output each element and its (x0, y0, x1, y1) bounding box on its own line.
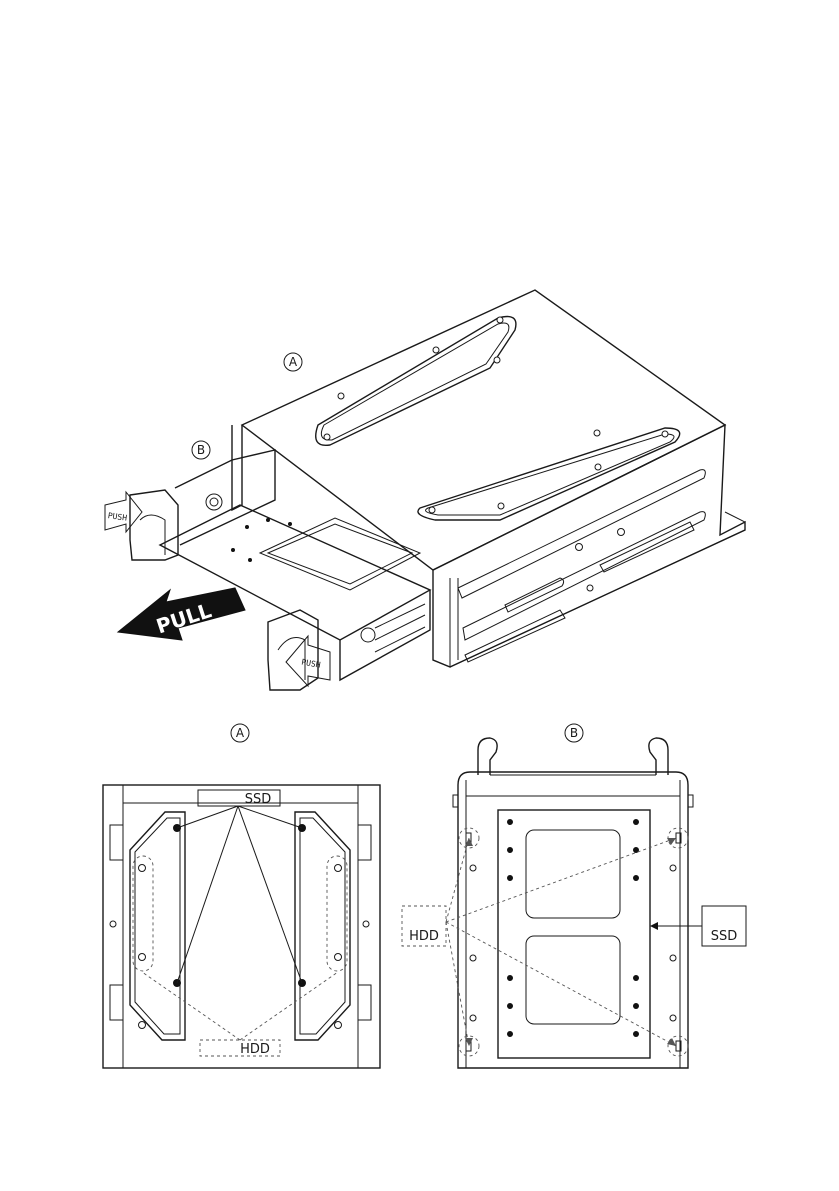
side-slot-2 (463, 512, 705, 640)
hdd-label-a: HDD (240, 1042, 270, 1057)
view-a-bracket: A SSD (103, 724, 380, 1068)
side-slot-1 (458, 470, 705, 598)
push-label-right: PUSH (301, 658, 322, 670)
cage-side-panel (433, 425, 745, 667)
view-b-callout: B (570, 726, 578, 740)
plate-window-bottom (526, 936, 620, 1024)
cage-front-flange (433, 570, 450, 667)
push-arrow-right: PUSH (286, 636, 330, 686)
hdd-label-b: HDD (409, 929, 439, 944)
view-b-tray: B (402, 724, 746, 1068)
latch-right (268, 610, 318, 690)
thumb-screw-left (206, 494, 222, 510)
ssd-label-b: SSD (711, 929, 738, 944)
ssd-label-a: SSD (245, 792, 272, 807)
push-label-left: PUSH (107, 511, 128, 523)
callout-a-iso: A (289, 355, 298, 369)
hook-left (478, 738, 497, 775)
tray-cutout (260, 518, 420, 590)
plate-window-top (526, 830, 620, 918)
hook-right (649, 738, 668, 775)
view-a-callout: A (236, 726, 245, 740)
callout-b-iso: B (197, 443, 205, 457)
push-arrow-left: PUSH (105, 492, 142, 532)
latch-left (130, 490, 178, 560)
pull-arrow: PULL (118, 588, 245, 640)
thumb-screw-right (361, 628, 375, 642)
top-recess-upper (316, 317, 516, 446)
ssd-plate (498, 810, 650, 1058)
isometric-cage-view: PUSH PUSH PULL A B (105, 290, 745, 690)
